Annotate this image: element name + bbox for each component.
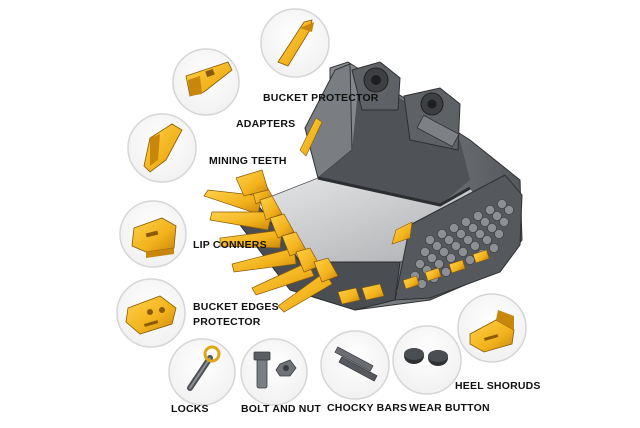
bucket-protector-on-bucket [299,117,323,157]
mining-tooth-icon [143,123,183,173]
edge-protector-icon [125,295,177,335]
label-bucket-edges-protector: BUCKET EDGES PROTECTOR [193,301,279,328]
lock-pin-icon [187,345,221,391]
bolt-and-nut-callout [240,338,308,406]
bucket-edges-protector-callout [116,278,186,348]
adapters-callout [172,48,240,116]
bucket-protector-icon [277,19,314,67]
label-wear-button: WEAR BUTTON [409,402,490,414]
label-chocky-bars: CHOCKY BARS [327,402,408,414]
label-adapters: ADAPTERS [236,118,296,130]
label-lip-corners: LIP CONNERS [193,239,267,251]
lip-corner-icon [131,217,177,258]
label-locks: LOCKS [171,403,209,415]
lip-corners-callout [119,200,187,268]
label-bucket-protector: BUCKET PROTECTOR [263,92,379,104]
heel-shrouds-callout [457,293,527,363]
mining-teeth-callout [127,113,197,183]
adapter-icon [185,61,233,97]
bucket-interior-wall [318,70,470,205]
label-heel-shrouds: HEEL SHORUDS [455,380,541,392]
excavator-bucket [203,61,523,313]
wear-button-callout [392,325,462,395]
wear-button-icon [404,348,448,366]
lip-corner-on-bucket [235,169,269,197]
chocky-bars-callout [320,330,390,400]
bolt-nut-icon [253,351,297,389]
locks-callout [168,338,236,406]
bucket-protector-callout [260,8,330,78]
label-mining-teeth: MINING TEETH [209,155,287,167]
label-bolt-and-nut: BOLT AND NUT [241,403,321,415]
bucket-mounting-ears [351,61,461,151]
chocky-bar-icon [334,346,378,382]
heel-shroud-icon [469,310,515,353]
bucket-side-wall [304,63,353,179]
